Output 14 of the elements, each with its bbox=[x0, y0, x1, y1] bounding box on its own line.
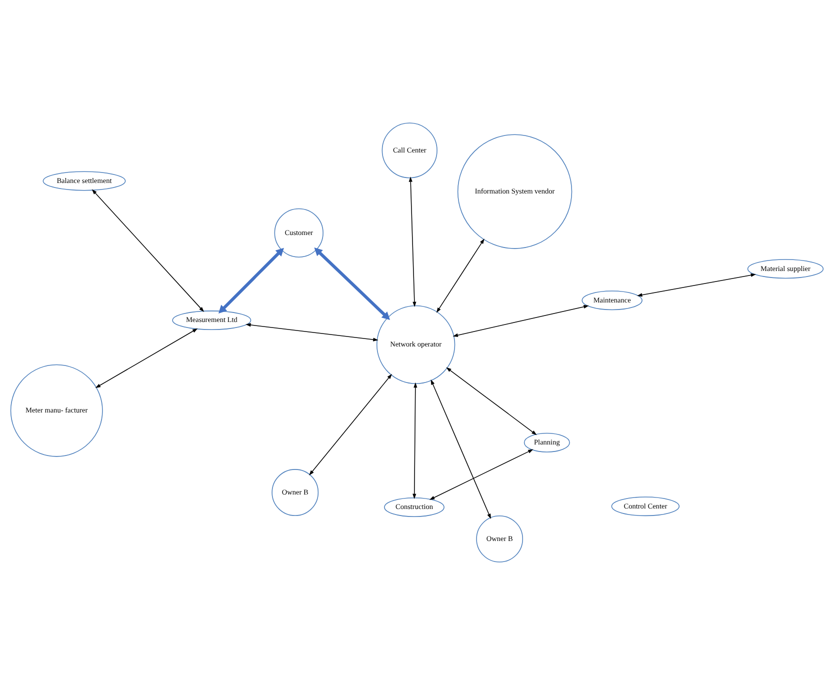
arrow bbox=[408, 176, 416, 307]
arrow bbox=[95, 328, 198, 388]
arrow bbox=[430, 379, 491, 519]
arrow bbox=[412, 382, 418, 499]
arrow bbox=[309, 374, 392, 476]
arrow bbox=[246, 323, 378, 342]
arrow bbox=[314, 248, 390, 320]
arrow bbox=[429, 449, 534, 500]
arrow bbox=[636, 273, 756, 297]
arrow bbox=[218, 248, 284, 314]
arrow bbox=[92, 189, 204, 312]
arrow bbox=[452, 304, 589, 337]
arrow bbox=[446, 367, 537, 436]
arrow bbox=[436, 238, 484, 313]
